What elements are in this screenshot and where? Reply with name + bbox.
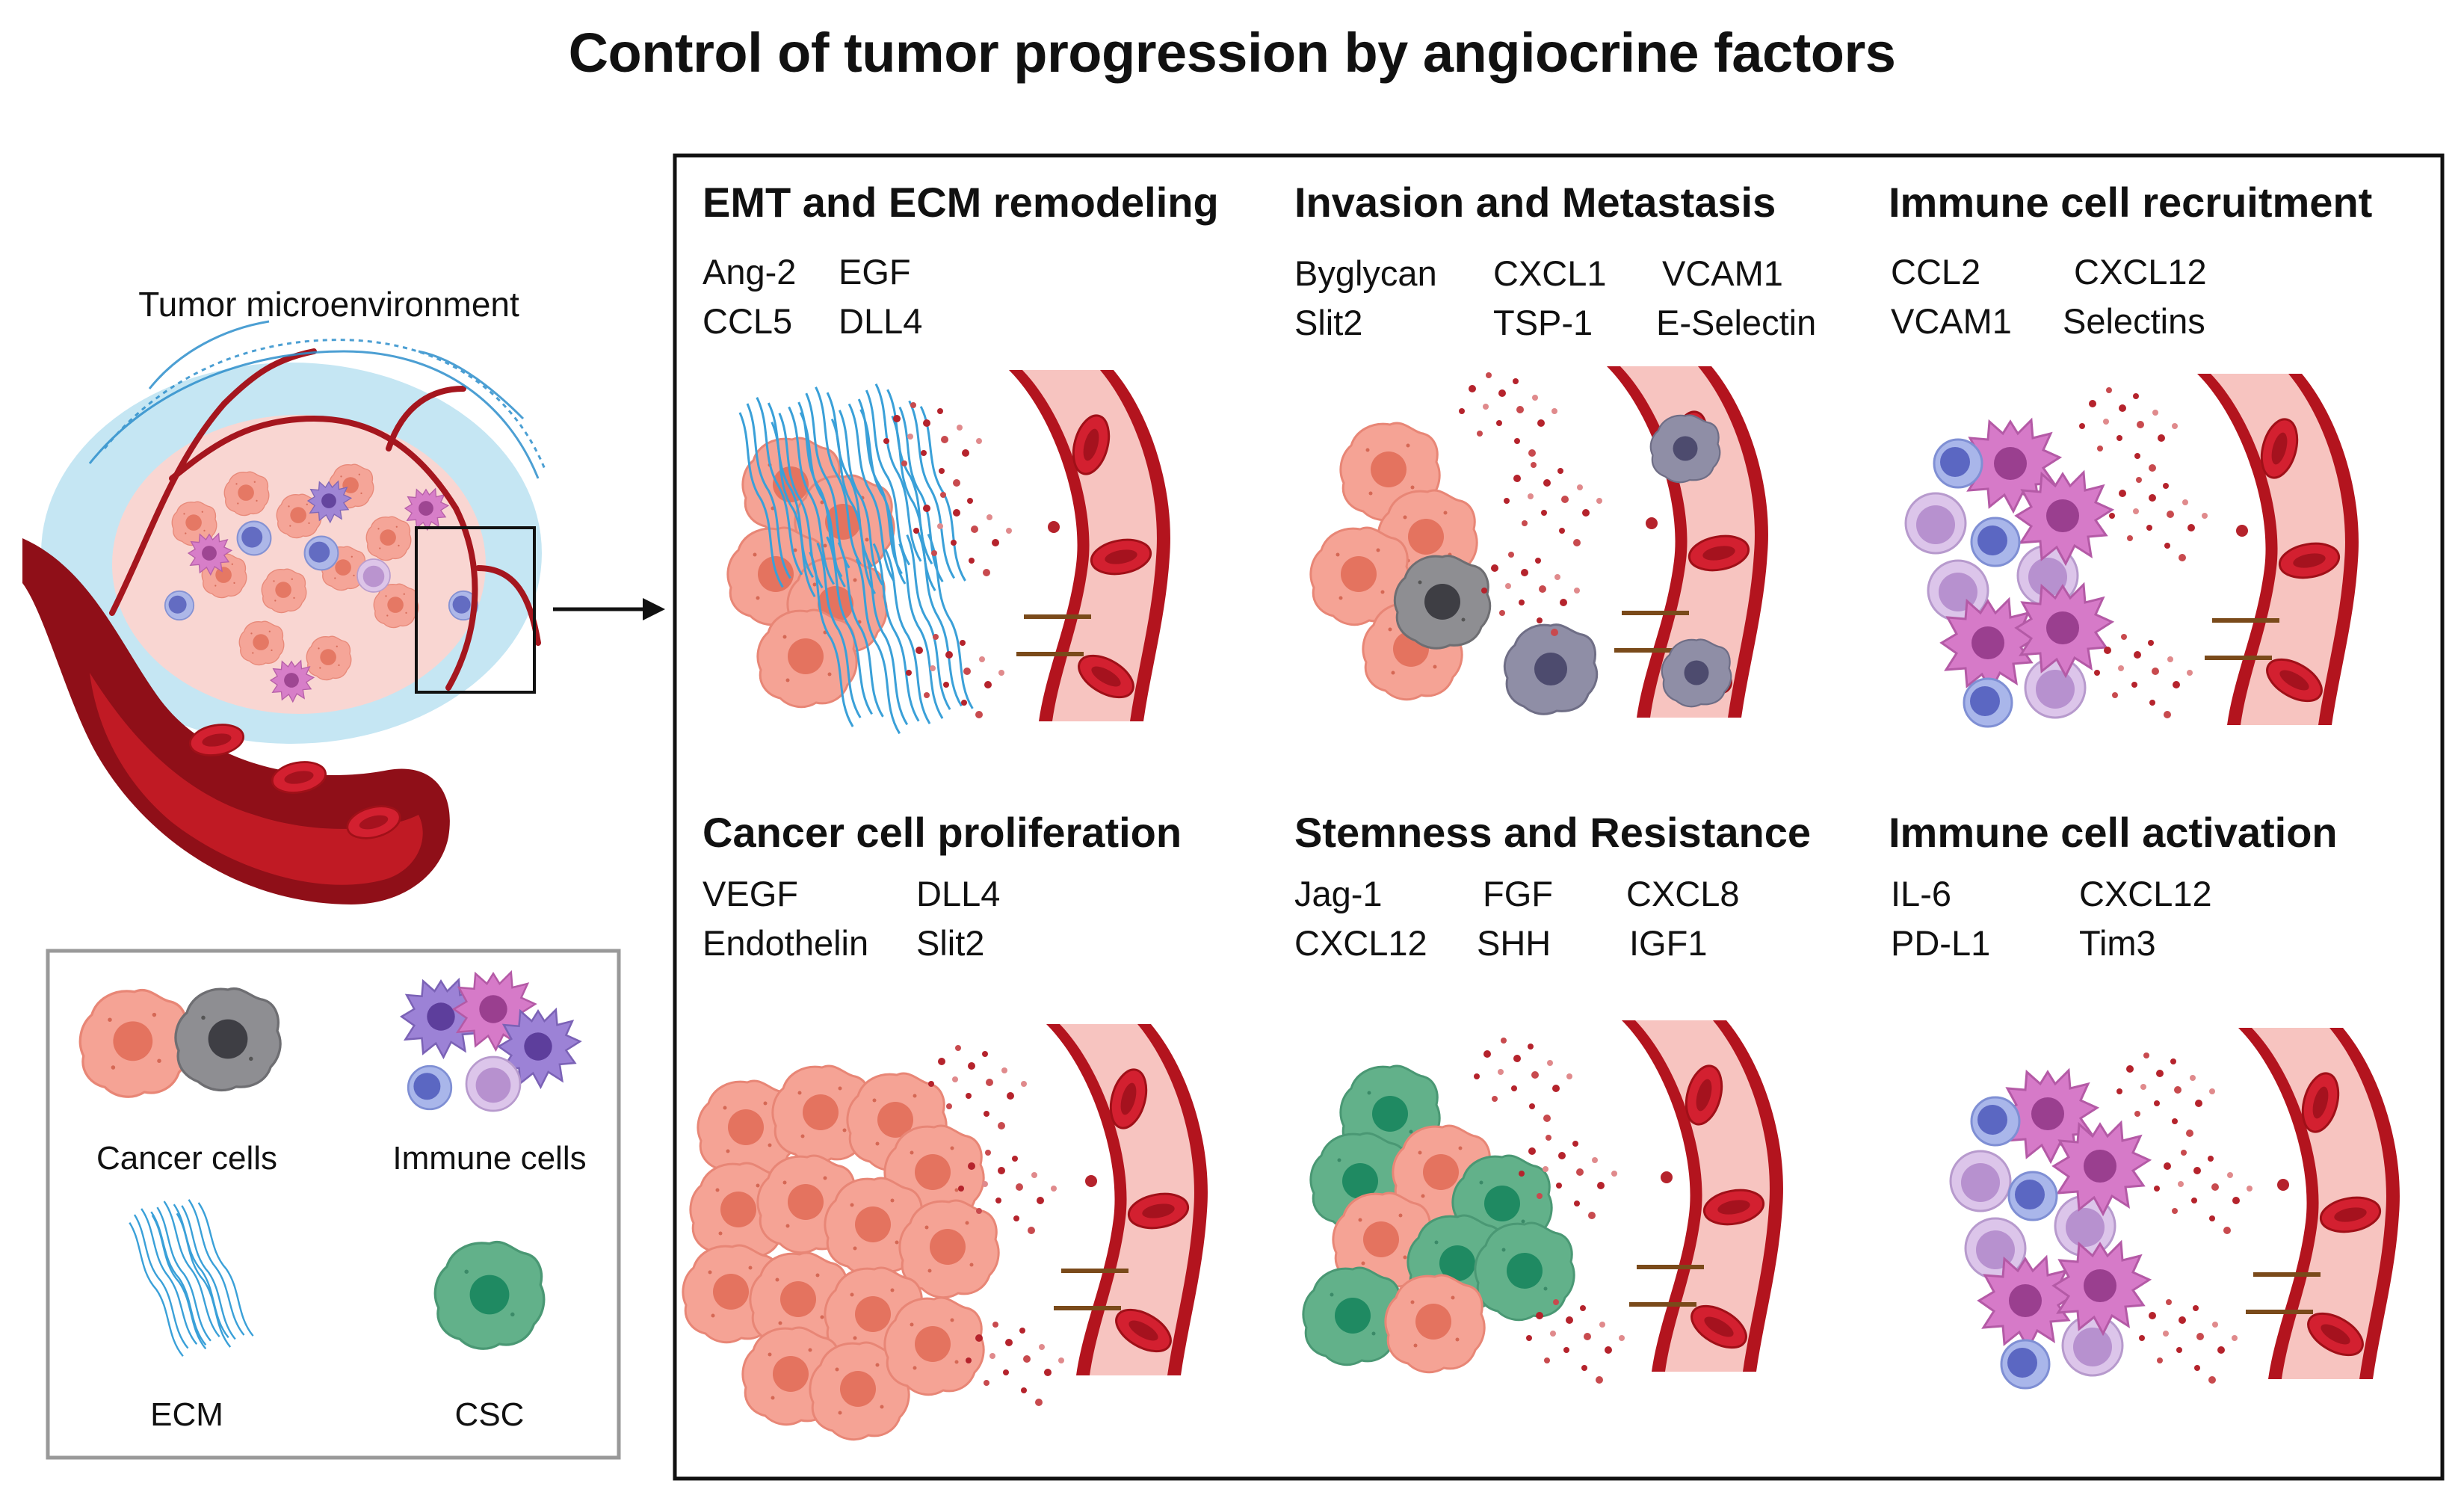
legend-label-immune-cells: Immune cells xyxy=(392,1140,587,1177)
factor-label: TSP-1 xyxy=(1493,303,1593,342)
factor-label: DLL4 xyxy=(916,874,1001,913)
factor-label: DLL4 xyxy=(839,301,923,341)
factor-label: Ang-2 xyxy=(703,252,797,292)
tumor-illustration xyxy=(22,320,547,904)
factor-label: IL-6 xyxy=(1891,874,1951,913)
legend-csc-icon xyxy=(433,1240,546,1350)
factor-label: EGF xyxy=(839,252,911,292)
factor-label: CXCL1 xyxy=(1493,253,1607,293)
legend-label-cancer-cells: Cancer cells xyxy=(96,1140,278,1177)
panel-title-stemness: Stemness and Resistance xyxy=(1294,809,1811,856)
factor-label: Tim3 xyxy=(2079,923,2156,963)
panel-title-proliferation: Cancer cell proliferation xyxy=(703,809,1182,856)
factor-label: SHH xyxy=(1477,923,1551,963)
panel-title-invasion: Invasion and Metastasis xyxy=(1294,179,1776,226)
factor-label: Slit2 xyxy=(1294,303,1363,342)
factor-label: FGF xyxy=(1483,874,1553,913)
factor-label: VEGF xyxy=(703,874,798,913)
factor-label: Selectins xyxy=(2063,301,2205,341)
factor-label: IGF1 xyxy=(1629,923,1708,963)
legend-label-ecm: ECM xyxy=(150,1396,223,1433)
factor-label: Jag-1 xyxy=(1294,874,1383,913)
panel-title-recruitment: Immune cell recruitment xyxy=(1889,179,2373,226)
factor-label: Slit2 xyxy=(916,923,985,963)
factor-label: Endothelin xyxy=(703,923,869,963)
factor-label: CXCL8 xyxy=(1626,874,1740,913)
factor-label: VCAM1 xyxy=(1891,301,2012,341)
factor-label: PD-L1 xyxy=(1891,923,1991,963)
tumor-microenvironment-label: Tumor microenvironment xyxy=(138,285,519,324)
factor-label: CCL5 xyxy=(703,301,793,341)
zoom-arrow xyxy=(553,598,665,620)
panel-title-emt: EMT and ECM remodeling xyxy=(703,179,1219,226)
zoom-box xyxy=(415,526,536,694)
factor-label: E-Selectin xyxy=(1656,303,1817,342)
factor-label: VCAM1 xyxy=(1662,253,1783,293)
factor-label: CCL2 xyxy=(1891,252,1981,292)
legend-label-csc: CSC xyxy=(454,1396,525,1433)
factor-label: CXCL12 xyxy=(2079,874,2212,913)
factor-label: Byglycan xyxy=(1294,253,1437,293)
factor-label: CXCL12 xyxy=(1294,923,1427,963)
factor-label: CXCL12 xyxy=(2074,252,2207,292)
figure-title: Control of tumor progression by angiocri… xyxy=(568,22,1896,84)
panel-title-activation: Immune cell activation xyxy=(1889,809,2338,856)
